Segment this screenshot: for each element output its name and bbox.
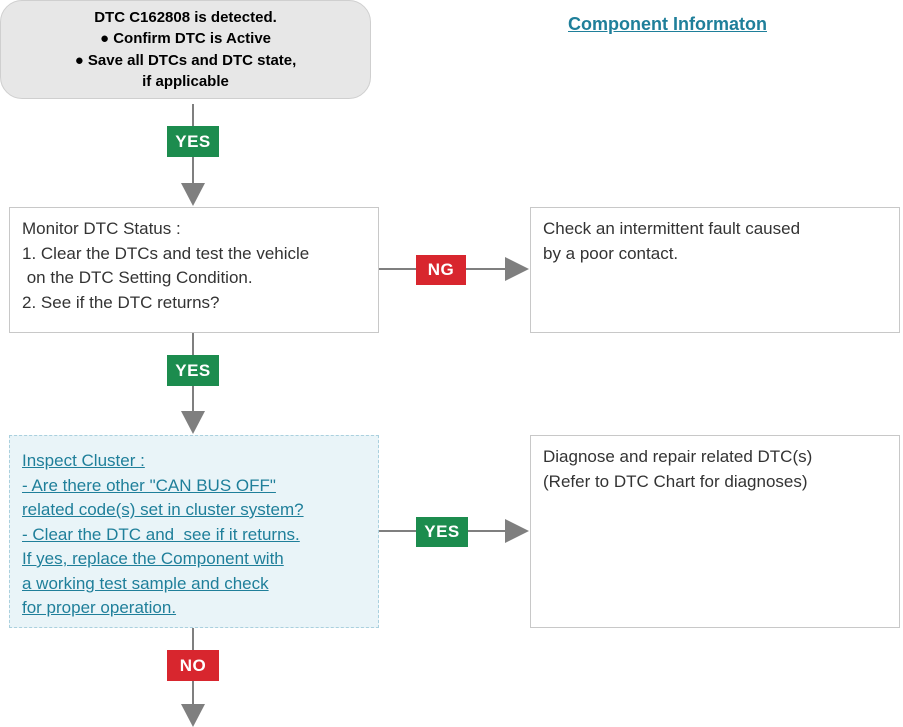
intermittent-line-2: by a poor contact. bbox=[543, 243, 679, 263]
start-line-3: ● Save all DTCs and DTC state, bbox=[74, 51, 297, 69]
dtc-detected-box: DTC C162808 is detected. ● Confirm DTC i… bbox=[0, 0, 371, 99]
arrowhead-down-1 bbox=[181, 183, 205, 206]
start-line-1: DTC C162808 is detected. bbox=[94, 8, 277, 26]
diagnose-related-dtc-box: Diagnose and repair related DTC(s) (Refe… bbox=[530, 435, 900, 628]
monitor-line-2: 1. Clear the DTCs and test the vehicle bbox=[22, 243, 310, 263]
monitor-dtc-status-box: Monitor DTC Status : 1. Clear the DTCs a… bbox=[9, 207, 379, 333]
component-information-link[interactable]: Component Informaton bbox=[568, 14, 767, 34]
inspect-line-6[interactable]: a working test sample and check bbox=[22, 573, 269, 593]
inspect-cluster-box[interactable]: Inspect Cluster : - Are there other "CAN… bbox=[9, 435, 379, 628]
intermittent-fault-box: Check an intermittent fault caused by a … bbox=[530, 207, 900, 333]
arrowhead-down-2 bbox=[181, 411, 205, 434]
yes-badge-2: YES bbox=[167, 355, 219, 386]
arrowhead-down-3 bbox=[181, 704, 205, 727]
monitor-line-4: 2. See if the DTC returns? bbox=[22, 292, 220, 312]
monitor-line-1: Monitor DTC Status : bbox=[22, 219, 181, 238]
inspect-line-4[interactable]: - Clear the DTC and see if it returns. bbox=[22, 524, 300, 544]
intermittent-line-1: Check an intermittent fault caused bbox=[543, 219, 801, 238]
inspect-line-1[interactable]: Inspect Cluster : bbox=[22, 451, 145, 470]
start-line-2: ● Confirm DTC is Active bbox=[99, 30, 272, 47]
diagnose-line-2: (Refer to DTC Chart for diagnoses) bbox=[543, 471, 808, 491]
arrowhead-right-1 bbox=[505, 257, 529, 281]
yes-badge-1: YES bbox=[167, 126, 219, 157]
no-badge: NO bbox=[167, 650, 219, 681]
inspect-line-2[interactable]: - Are there other "CAN BUS OFF" bbox=[22, 475, 276, 495]
arrowhead-right-2 bbox=[505, 519, 529, 543]
diagnose-line-1: Diagnose and repair related DTC(s) bbox=[543, 447, 813, 466]
inspect-line-7[interactable]: for proper operation. bbox=[22, 598, 177, 617]
yes-badge-3: YES bbox=[416, 517, 468, 547]
inspect-line-3[interactable]: related code(s) set in cluster system? bbox=[22, 500, 304, 519]
inspect-line-5[interactable]: If yes, replace the Component with bbox=[22, 549, 284, 568]
monitor-line-3: on the DTC Setting Condition. bbox=[22, 268, 253, 287]
ng-badge: NG bbox=[416, 255, 466, 285]
start-line-4: if applicable bbox=[142, 73, 229, 90]
